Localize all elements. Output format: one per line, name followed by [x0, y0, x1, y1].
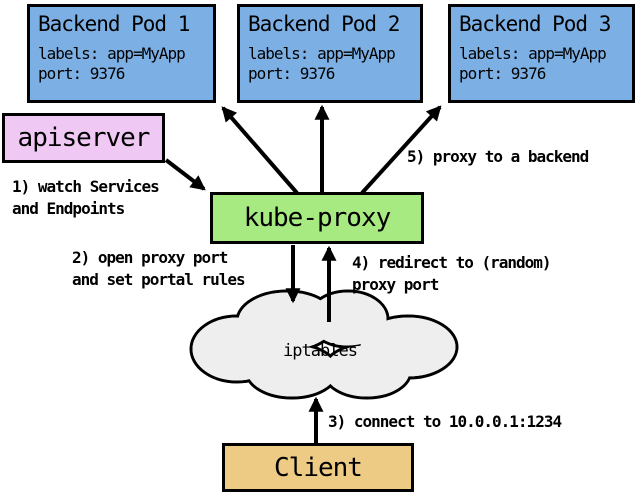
- step-3-label: 3) connect to 10.0.0.1:1234: [328, 412, 562, 431]
- step-4-label: 4) redirect to (random) proxy port: [352, 252, 552, 296]
- kube-proxy-label: kube-proxy: [243, 203, 392, 233]
- arrow-1-apiserver-to-kubeproxy: [164, 158, 206, 191]
- backend-pod-3-port: port: 9376: [459, 64, 546, 83]
- backend-pod-2-labels: labels: app=MyApp: [248, 44, 396, 63]
- step-5-label: 5) proxy to a backend: [407, 147, 589, 166]
- step-4-line1: 4) redirect to (random): [352, 253, 552, 272]
- backend-pod-1-port: port: 9376: [38, 64, 125, 83]
- kube-proxy-box: kube-proxy: [210, 192, 424, 244]
- backend-pod-1-labels: labels: app=MyApp: [38, 44, 186, 63]
- backend-pod-3-labels: labels: app=MyApp: [459, 44, 607, 63]
- backend-pod-2-title: Backend Pod 2: [248, 12, 400, 36]
- apiserver-label: apiserver: [17, 123, 151, 153]
- iptables-label: iptables: [283, 341, 358, 361]
- apiserver-box: apiserver: [2, 113, 165, 163]
- step-2-line2: and set portal rules: [72, 270, 246, 289]
- backend-pod-3-title: Backend Pod 3: [459, 12, 611, 36]
- step-1-line2: and Endpoints: [12, 199, 125, 218]
- step-4-line2: proxy port: [352, 275, 439, 294]
- step-1-label: 1) watch Services and Endpoints: [12, 176, 160, 220]
- arrow-5-kubeproxy-to-pod1: [221, 106, 299, 195]
- backend-pod-1-title: Backend Pod 1: [38, 12, 190, 36]
- backend-pod-2-box: Backend Pod 2 labels: app=MyApp port: 93…: [237, 4, 423, 103]
- step-2-label: 2) open proxy port and set portal rules: [72, 247, 246, 291]
- step-2-line1: 2) open proxy port: [72, 248, 228, 267]
- backend-pod-2-port: port: 9376: [248, 64, 335, 83]
- backend-pod-3-box: Backend Pod 3 labels: app=MyApp port: 93…: [448, 4, 635, 103]
- backend-pod-1-box: Backend Pod 1 labels: app=MyApp port: 93…: [27, 4, 216, 103]
- client-label: Client: [274, 452, 363, 483]
- step-1-line1: 1) watch Services: [12, 177, 160, 196]
- arrow-5-kubeproxy-to-pod3: [360, 105, 442, 195]
- client-box: Client: [222, 443, 414, 492]
